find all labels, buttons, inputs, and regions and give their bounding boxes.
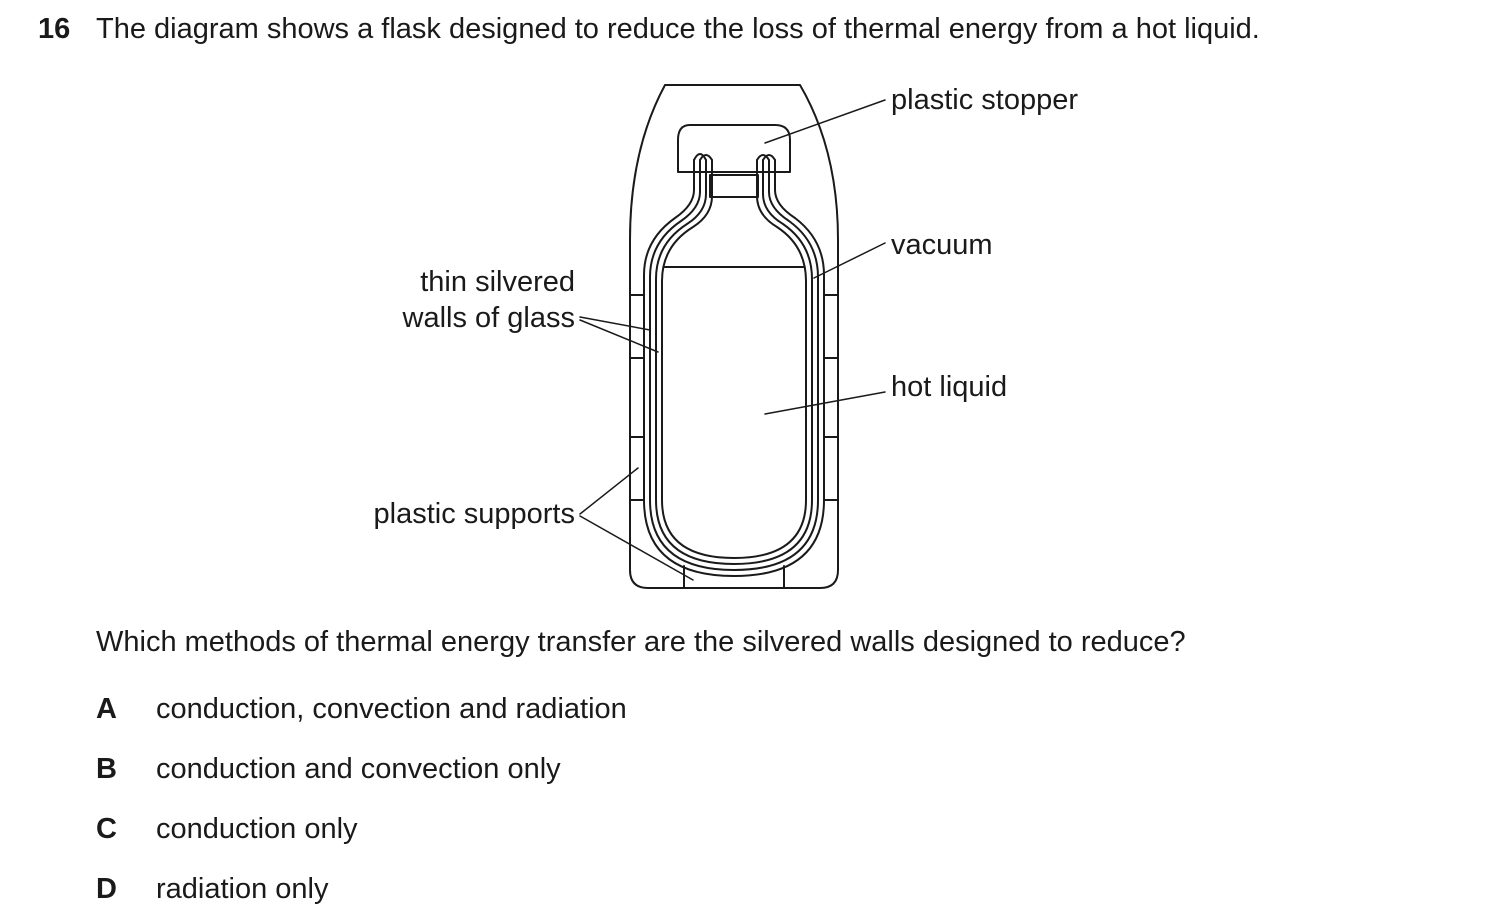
label-vacuum: vacuum [891,229,993,261]
flask-neck-plug [709,174,759,198]
option-letter: A [96,693,117,725]
flask-outer-casing [629,84,839,589]
flask-stopper [677,124,791,173]
option-letter: B [96,753,117,785]
option-text: conduction, convection and radiation [156,693,627,725]
question-number: 16 [38,13,71,45]
left-plastic-supports [629,294,645,501]
leader-walls-lower [579,319,659,353]
leader-plastic-stopper [764,99,886,144]
option-letter: C [96,813,117,845]
label-walls-line1: thin silvered [420,266,575,298]
question-prompt: Which methods of thermal energy transfer… [96,626,1186,658]
bottom-plastic-supports [683,565,785,589]
leader-hot-liquid [764,391,886,415]
label-hot-liquid: hot liquid [891,371,1007,403]
vacuum-flask-diagram: plastic stopper vacuum hot liquid thin s… [374,84,1078,589]
right-plastic-supports [823,294,839,501]
glass-inner-wall [655,159,813,565]
glass-outer-wall [643,159,825,577]
leader-supports-lower [579,515,694,581]
leader-walls-upper [579,316,651,331]
option-text: conduction and convection only [156,753,561,785]
option-text: radiation only [156,873,329,905]
label-walls-line2: walls of glass [402,302,575,334]
label-plastic-supports: plastic supports [374,498,576,530]
option-text: conduction only [156,813,358,845]
label-plastic-stopper: plastic stopper [891,84,1078,116]
leader-supports-upper [579,467,639,515]
question-stem: The diagram shows a flask designed to re… [96,13,1260,45]
leader-vacuum [813,242,886,279]
option-letter: D [96,873,117,905]
